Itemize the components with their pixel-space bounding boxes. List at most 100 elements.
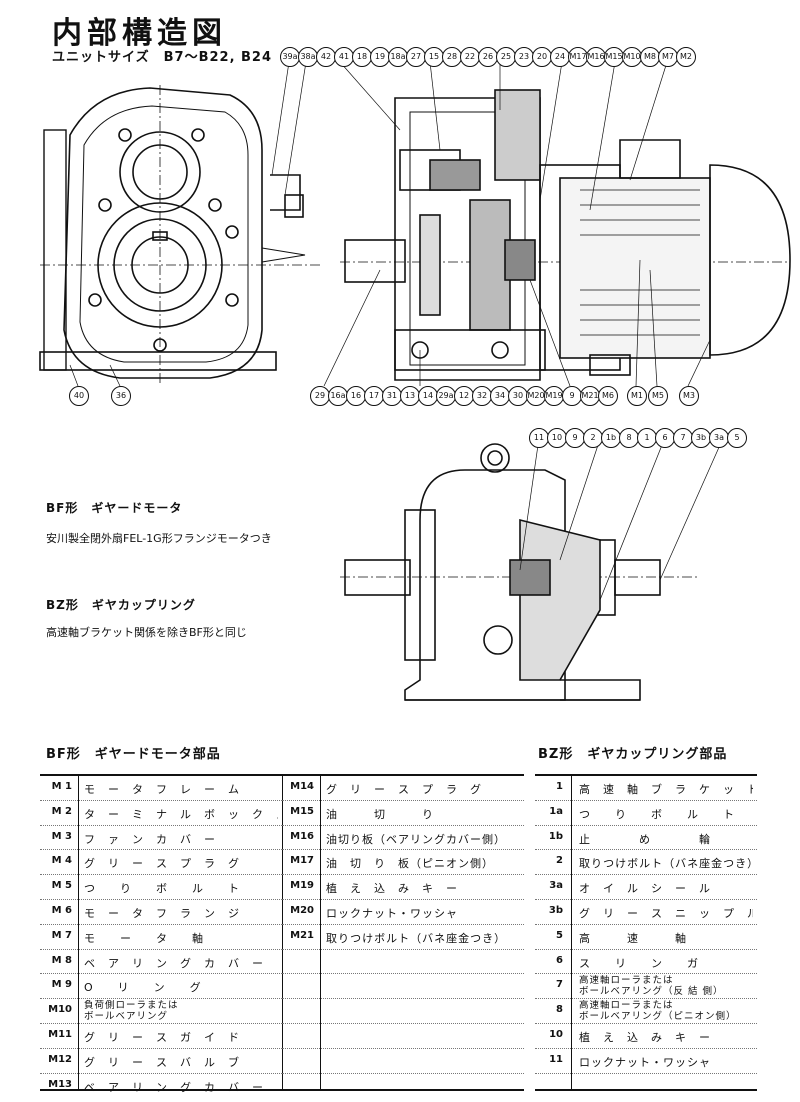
callout-label: 15	[424, 47, 444, 67]
callout-label: 20	[532, 47, 552, 67]
side-section-gear-housing	[344, 89, 546, 381]
table-row: M 8 ベ ア リ ン グ カ バ ー	[40, 950, 282, 975]
column-divider	[571, 776, 572, 1089]
callout-label: 29a	[436, 386, 456, 406]
part-number: 7	[556, 979, 563, 991]
bz-model-note: 高速軸ブラケット関係を除きBF形と同じ	[46, 626, 247, 639]
callout-label: 42	[316, 47, 336, 67]
part-number: M 8	[51, 954, 72, 966]
part-name: 高 速 軸 ブ ラ ケ ッ ト	[579, 783, 753, 796]
callout-label: M3	[679, 386, 699, 406]
part-number: 11	[549, 1053, 563, 1065]
callout-label: 39a	[280, 47, 300, 67]
part-name: 止 め 輪	[579, 832, 711, 846]
callout-label: 22	[460, 47, 480, 67]
callout-label: 27	[406, 47, 426, 67]
table-row	[282, 999, 524, 1024]
part-name: 植 え 込 み キ ー	[326, 882, 458, 896]
table-row: M 4 グ リ ー ス プ ラ グ	[40, 850, 282, 876]
table-row: M20 ロックナット・ワッシャ	[282, 900, 524, 925]
callout-label: 3b	[691, 428, 711, 448]
part-name: グ リ ー ス プ ラ グ	[84, 857, 240, 871]
table-row: 8 高速軸ローラまたはボールベアリング（ピニオン側）	[535, 999, 757, 1024]
callout-label: 11	[529, 428, 549, 448]
callout-label: 2	[583, 428, 603, 448]
column-divider	[282, 776, 283, 1089]
part-name: 高速軸ローラまたはボールベアリング（ピニオン側）	[579, 1000, 737, 1023]
part-name: タ ー ミ ナ ル ボ ッ ク ス	[84, 807, 278, 821]
callout-label: 16	[346, 386, 366, 406]
part-name: フ ァ ン カ バ ー	[84, 832, 216, 846]
callout-label: 7	[673, 428, 693, 448]
part-number: 8	[556, 1004, 563, 1016]
part-number: M 3	[51, 830, 72, 842]
callout-label: 18a	[388, 47, 408, 67]
callout-label: 38a	[298, 47, 318, 67]
bottom-section-view	[344, 443, 661, 701]
callout-label: 5	[727, 428, 747, 448]
table-row: M 3 フ ァ ン カ バ ー	[40, 826, 282, 851]
callout-label: 29	[310, 386, 330, 406]
part-name: グ リ ー ス バ ル ブ	[84, 1055, 240, 1069]
part-number: M21	[290, 929, 314, 941]
part-name: 高 速 軸	[579, 931, 687, 945]
part-number: 1b	[548, 830, 563, 842]
part-name: O リ ン グ	[84, 981, 202, 995]
part-name: モ ー タ フ ラ ン ジ	[84, 906, 240, 920]
part-number: M 2	[51, 805, 72, 817]
callout-label: 1b	[601, 428, 621, 448]
part-number: 6	[556, 954, 563, 966]
cross-section-drawing	[39, 85, 791, 701]
part-name: ベ ア リ ン グ カ バ ー	[84, 956, 264, 970]
part-number: M20	[290, 904, 314, 916]
table-row	[535, 1074, 757, 1098]
part-number: 2	[556, 855, 563, 867]
callout-label: 26	[478, 47, 498, 67]
part-name: 油切り板（ベアリングカバー側）	[326, 832, 506, 846]
part-name: 植 え 込 み キ ー	[579, 1030, 711, 1044]
table-row: 3b グ リ ー ス ニ ッ プ ル	[535, 900, 757, 925]
callout-label: 12	[454, 386, 474, 406]
table-row: 1b 止 め 輪	[535, 826, 757, 851]
part-number: M 4	[51, 855, 72, 867]
bf-parts-title: BF形 ギヤードモータ部品	[46, 747, 221, 762]
callout-label: M6	[598, 386, 618, 406]
callout-label: M20	[526, 386, 546, 406]
part-name: ロックナット・ワッシャ	[326, 906, 458, 920]
callout-label: 32	[472, 386, 492, 406]
table-row: 3a オ イ ル シ ー ル	[535, 875, 757, 900]
callout-label: 16a	[328, 386, 348, 406]
part-name: オ イ ル シ ー ル	[579, 882, 711, 896]
callout-label: 36	[111, 386, 131, 406]
callout-leaders	[69, 61, 721, 601]
callout-label: M16	[586, 47, 606, 67]
part-number: 3b	[548, 904, 563, 916]
callout-label: M17	[568, 47, 588, 67]
part-number: M15	[290, 805, 314, 817]
part-name: 負荷側ローラまたはボールベアリング	[84, 1000, 179, 1023]
part-name: ス リ ン ガ	[579, 956, 699, 970]
part-number: 3a	[549, 880, 563, 892]
part-name: グ リ ー ス ニ ッ プ ル	[579, 906, 753, 920]
callout-label: 40	[69, 386, 89, 406]
callout-label: 28	[442, 47, 462, 67]
callout-label: 10	[547, 428, 567, 448]
part-number: 5	[556, 929, 563, 941]
callout-label: 30	[508, 386, 528, 406]
